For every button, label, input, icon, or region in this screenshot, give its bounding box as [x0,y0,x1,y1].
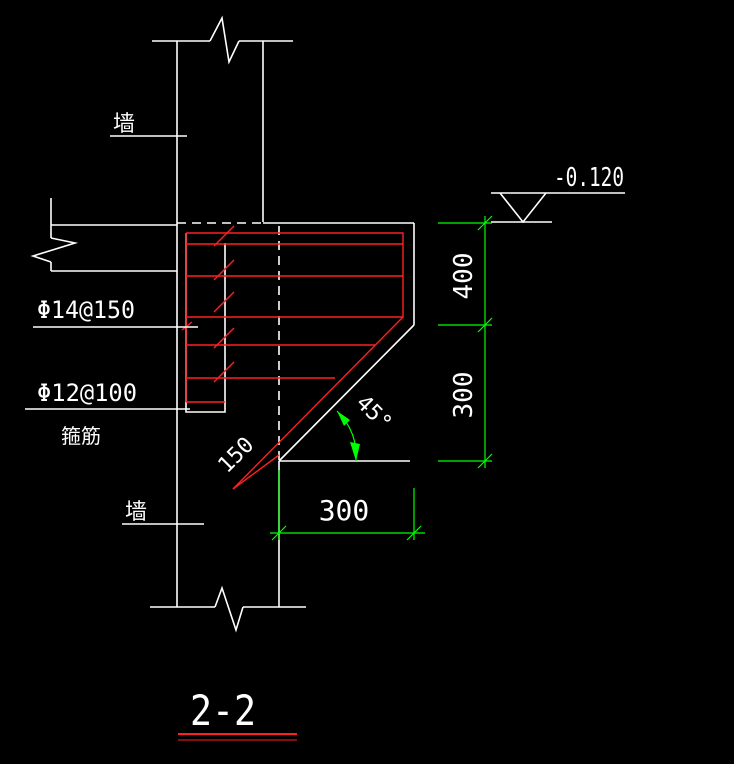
label-rebar-main: Φ14@150 [37,296,135,324]
label-rebar-stirrup: Φ12@100 [37,379,137,407]
dim-height-bottom: 300 [449,372,479,419]
label-wall-upper: 墙 [113,112,135,137]
label-angle: 45° [351,391,397,437]
upper-wall [152,15,293,225]
dim-width: 300 [319,494,370,527]
label-stirrup-note: 箍筋 [61,424,101,448]
corbel-outline [177,222,415,462]
dimension-lines [270,215,493,541]
leader-lines [25,135,204,525]
lower-wall [150,225,306,633]
floor-slab [30,198,177,272]
label-anchor-length: 150 [214,433,260,479]
elevation-mark [491,192,625,224]
elevation-value: -0.120 [554,163,624,193]
rebar-group [181,225,404,490]
label-wall-lower: 墙 [125,500,147,525]
section-title: 2-2 [190,686,256,735]
dim-height-top: 400 [449,253,479,300]
